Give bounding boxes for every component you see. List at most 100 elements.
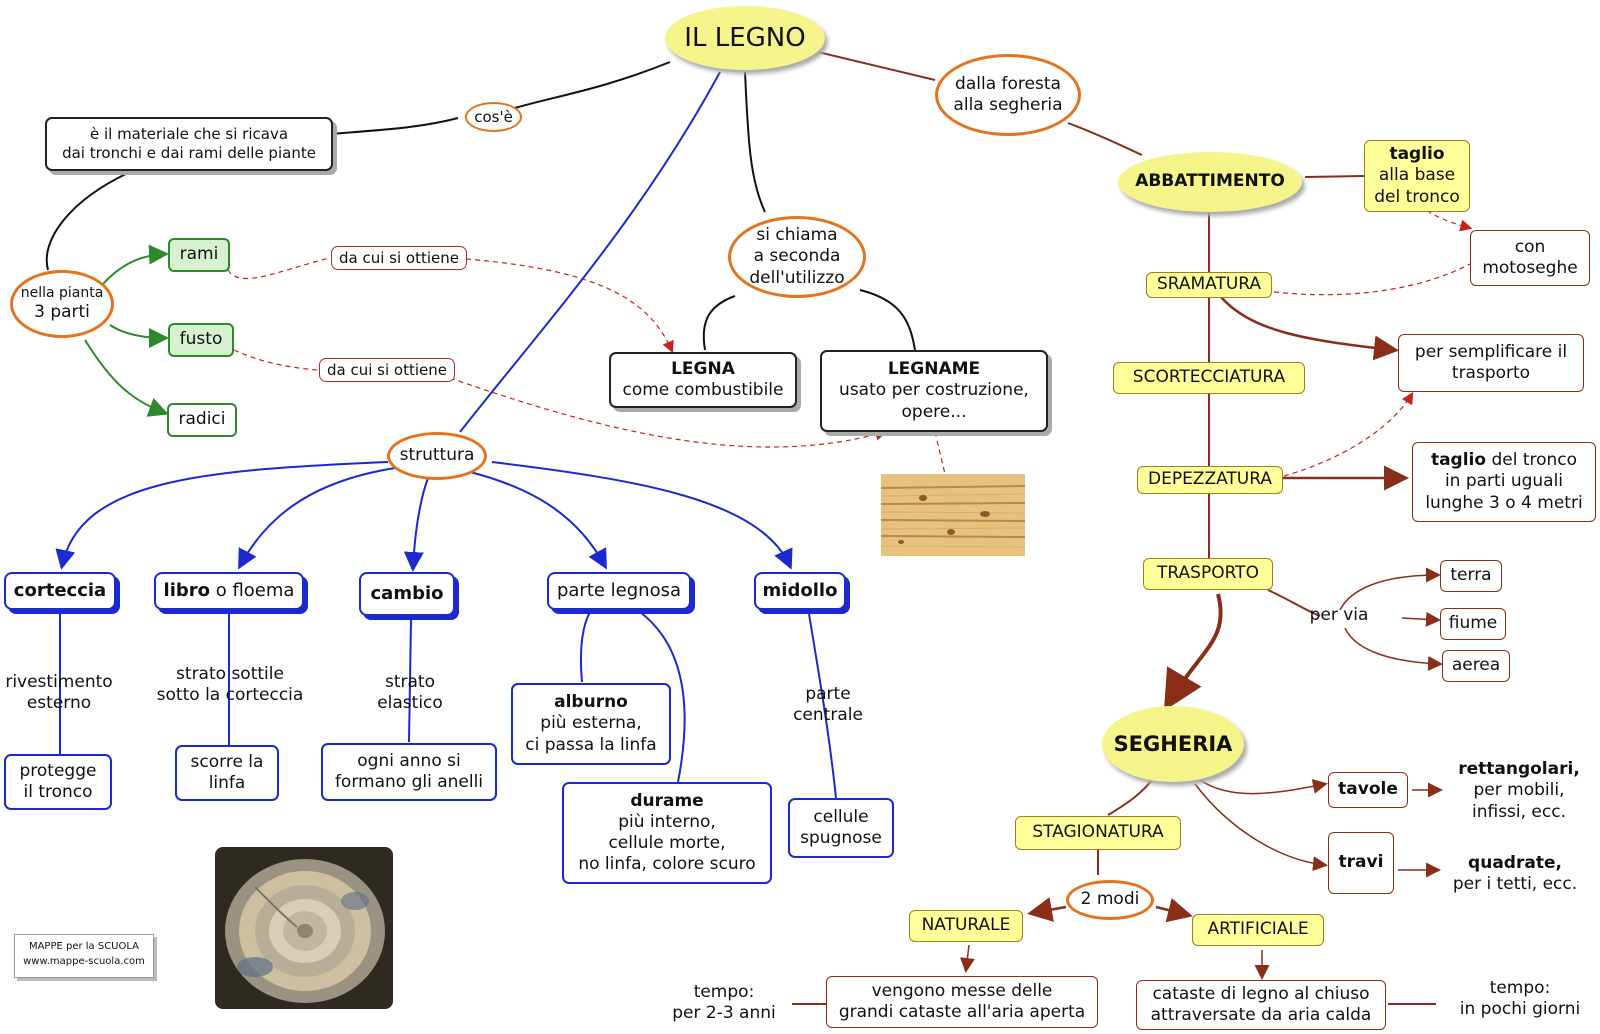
scorre-line-1: scorre la xyxy=(190,751,264,772)
rivestimento-line-1: rivestimento xyxy=(5,671,113,692)
motoseghe-line-2: motoseghe xyxy=(1482,258,1578,278)
taglio-base-line-3: del tronco xyxy=(1374,186,1460,207)
scortecciatura-node: SCORTECCIATURA xyxy=(1113,362,1305,394)
strato-elastico-line-1: strato xyxy=(385,671,435,692)
quadrate-text: quadrate,per i tetti, ecc. xyxy=(1440,850,1590,898)
taglio-base-line-2: alla base xyxy=(1378,165,1456,186)
alburno-line-2: più esterna, xyxy=(540,713,642,734)
tempo-giorni-text: tempo:in pochi giorni xyxy=(1446,976,1594,1022)
taglio-base-title: taglio xyxy=(1389,144,1445,165)
terra-text: terra xyxy=(1450,565,1492,586)
three-parts-line-1: nella pianta xyxy=(20,284,104,301)
taglio-parti-bold: taglio xyxy=(1430,450,1487,471)
scortecciatura-text: SCORTECCIATURA xyxy=(1132,367,1286,388)
da-cui-label-1: da cui si ottiene xyxy=(331,246,467,270)
strato-sottile-line-1: strato sottile xyxy=(176,663,284,684)
strato-elastico-line-2: elastico xyxy=(377,693,443,713)
cellule-line-2: spugnose xyxy=(800,828,882,848)
corteccia-text: corteccia xyxy=(13,579,107,601)
parte-centrale-line-2: centrale xyxy=(793,705,863,725)
durame-title: durame xyxy=(630,790,704,811)
title-text: IL LEGNO xyxy=(684,22,806,53)
rami-node: rami xyxy=(168,238,230,272)
midollo-text: midollo xyxy=(762,579,838,601)
foresta-line-1: dalla foresta xyxy=(955,73,1061,94)
abbattimento-text: ABBATTIMENTO xyxy=(1135,171,1285,192)
terra-node: terra xyxy=(1440,560,1502,592)
fiume-node: fiume xyxy=(1440,608,1506,640)
anelli-line-1: ogni anno si xyxy=(357,750,461,771)
segheria-text: SEGHERIA xyxy=(1113,731,1233,756)
rettangolari-line-2: per mobili, xyxy=(1473,780,1565,801)
tavole-node: tavole xyxy=(1328,772,1408,808)
definition-line-1: è il materiale che si ricava xyxy=(89,125,289,144)
tempo-giorni-line-2: in pochi giorni xyxy=(1459,999,1581,1019)
fiume-text: fiume xyxy=(1448,613,1498,634)
cambio-node: cambio xyxy=(359,572,455,616)
abbattimento-node: ABBATTIMENTO xyxy=(1118,152,1302,212)
credit-line-1: MAPPE per la SCUOLA xyxy=(28,941,140,952)
cataste-aperta-line-1: vengono messe delle xyxy=(871,980,1053,1001)
scorre-line-2: linfa xyxy=(208,773,246,793)
struttura-node: struttura xyxy=(387,432,487,480)
legname-line-2: usato per costruzione, xyxy=(839,380,1029,401)
alburno-line-3: ci passa la linfa xyxy=(525,734,657,755)
strato-sottile-line-2: sotto la corteccia xyxy=(156,685,304,705)
tempo-anni-line-2: per 2-3 anni xyxy=(672,1003,776,1023)
cataste-aperta-line-2: grandi cataste all'aria aperta xyxy=(838,1002,1086,1022)
protegge-line-1: protegge xyxy=(19,760,97,781)
three-parts-line-2: 3 parti xyxy=(34,302,90,323)
cataste-chiuso-line-1: cataste di legno al chiuso xyxy=(1152,983,1370,1004)
cellule-line-1: cellule xyxy=(813,806,869,827)
definition-line-2: dai tronchi e dai rami delle piante xyxy=(62,144,316,162)
anelli-line-2: formano gli anelli xyxy=(334,772,484,792)
travi-text: travi xyxy=(1338,852,1384,873)
rivestimento-line-2: esterno xyxy=(26,693,92,713)
midollo-node: midollo xyxy=(754,572,846,610)
tempo-anni-line-1: tempo: xyxy=(693,981,755,1002)
trasporto-node: TRASPORTO xyxy=(1143,558,1273,590)
parte-legnosa-text: parte legnosa xyxy=(556,579,682,601)
protegge-line-2: il tronco xyxy=(23,782,93,802)
cambio-text: cambio xyxy=(370,582,444,604)
rettangolari-title: rettangolari, xyxy=(1458,759,1580,780)
semplificare-line-2: trasporto xyxy=(1451,363,1531,383)
aerea-node: aerea xyxy=(1442,650,1510,682)
naturale-text: NATURALE xyxy=(921,915,1011,936)
rami-text: rami xyxy=(179,244,219,265)
radici-text: radici xyxy=(178,409,226,430)
depezzatura-node: DEPEZZATURA xyxy=(1137,466,1283,494)
legname-line-3: opere... xyxy=(901,401,967,422)
title-node: IL LEGNO xyxy=(665,6,825,70)
parte-legnosa-node: parte legnosa xyxy=(547,572,691,610)
trasporto-text: TRASPORTO xyxy=(1157,563,1259,584)
durame-line-3: cellule morte, xyxy=(608,833,726,853)
parte-centrale-line-1: parte xyxy=(805,683,851,704)
travi-node: travi xyxy=(1328,832,1394,894)
taglio-parti-rest: del tronco xyxy=(1486,450,1578,471)
foresta-line-2: alla segheria xyxy=(953,95,1063,115)
tavole-text: tavole xyxy=(1338,779,1398,800)
log-cross-section-image xyxy=(215,847,393,1009)
tempo-giorni-line-1: tempo: xyxy=(1489,977,1551,998)
depezzatura-text: DEPEZZATURA xyxy=(1147,469,1272,490)
durame-line-2: più interno, xyxy=(618,811,716,832)
segheria-node: SEGHERIA xyxy=(1102,706,1244,782)
